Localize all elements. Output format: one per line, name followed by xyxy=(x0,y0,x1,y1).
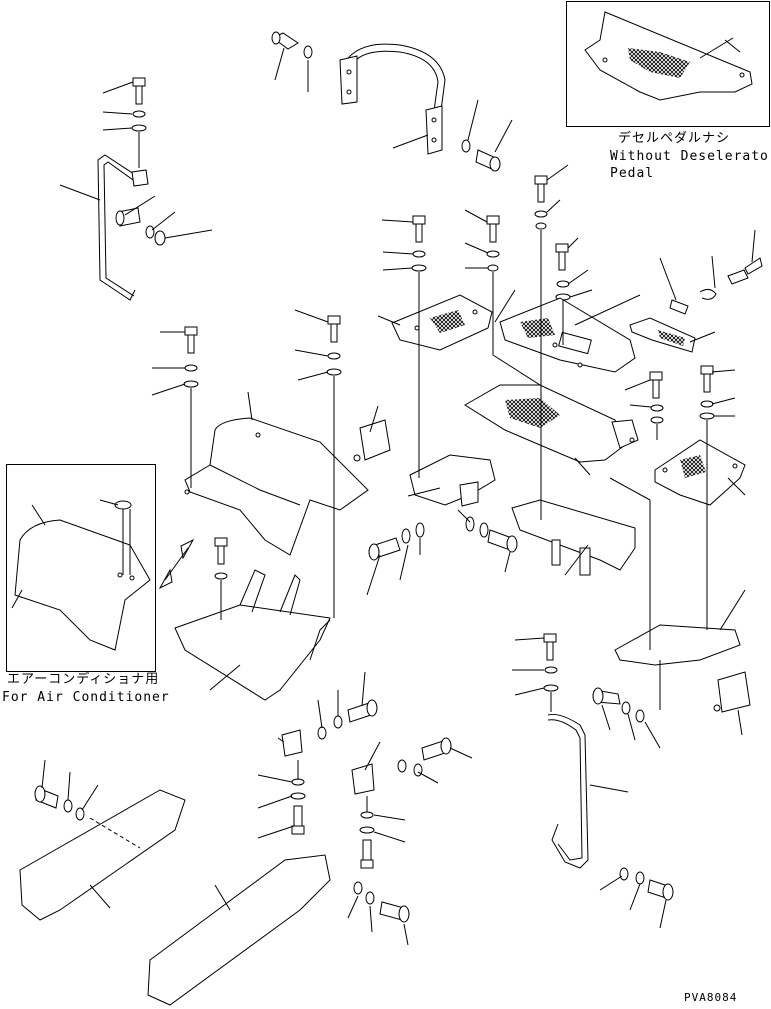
inset-label-en-air-conditioner: For Air Conditioner xyxy=(2,690,170,705)
inset-label-jp-deselerator: デセルペダルナシ xyxy=(618,131,731,146)
inset-box-without-deselerator xyxy=(566,1,770,127)
center-bolts xyxy=(368,516,518,561)
inset-box-air-conditioner xyxy=(6,464,156,672)
cover-plate-right xyxy=(654,439,746,506)
floor-plate-main xyxy=(464,384,639,463)
right-lower-bracket xyxy=(592,624,751,723)
inset-label-en-deselerator-line2: Pedal xyxy=(610,166,655,181)
assembly-centerlines xyxy=(138,132,708,812)
pedal-linkage xyxy=(629,257,763,353)
leader-lines xyxy=(11,37,756,946)
bottom-left-cover xyxy=(19,785,186,921)
top-handrail xyxy=(339,43,446,155)
support-beam xyxy=(511,499,636,576)
small-brackets xyxy=(281,699,452,869)
right-lower-handrail xyxy=(543,633,674,901)
cover-plate-left-upper xyxy=(391,294,493,351)
top-handrail-bolts xyxy=(271,31,501,172)
left-handrail xyxy=(97,77,166,301)
dash-cover-upper xyxy=(184,417,369,556)
plate-without-deselerator xyxy=(584,11,753,101)
center-bracket xyxy=(353,419,496,507)
air-conditioner-cover xyxy=(14,500,151,651)
inset-label-jp-air-conditioner: エアーコンディショナ用 xyxy=(7,672,160,687)
bottom-right-cover xyxy=(147,854,410,1006)
inset-label-en-deselerator-line1: Without Deselerator xyxy=(610,149,771,164)
left-frame xyxy=(174,537,331,701)
cover-plate-center-upper xyxy=(499,297,636,373)
air-conditioner-arrow xyxy=(158,538,195,590)
drawing-code: PVA8084 xyxy=(684,991,738,1004)
